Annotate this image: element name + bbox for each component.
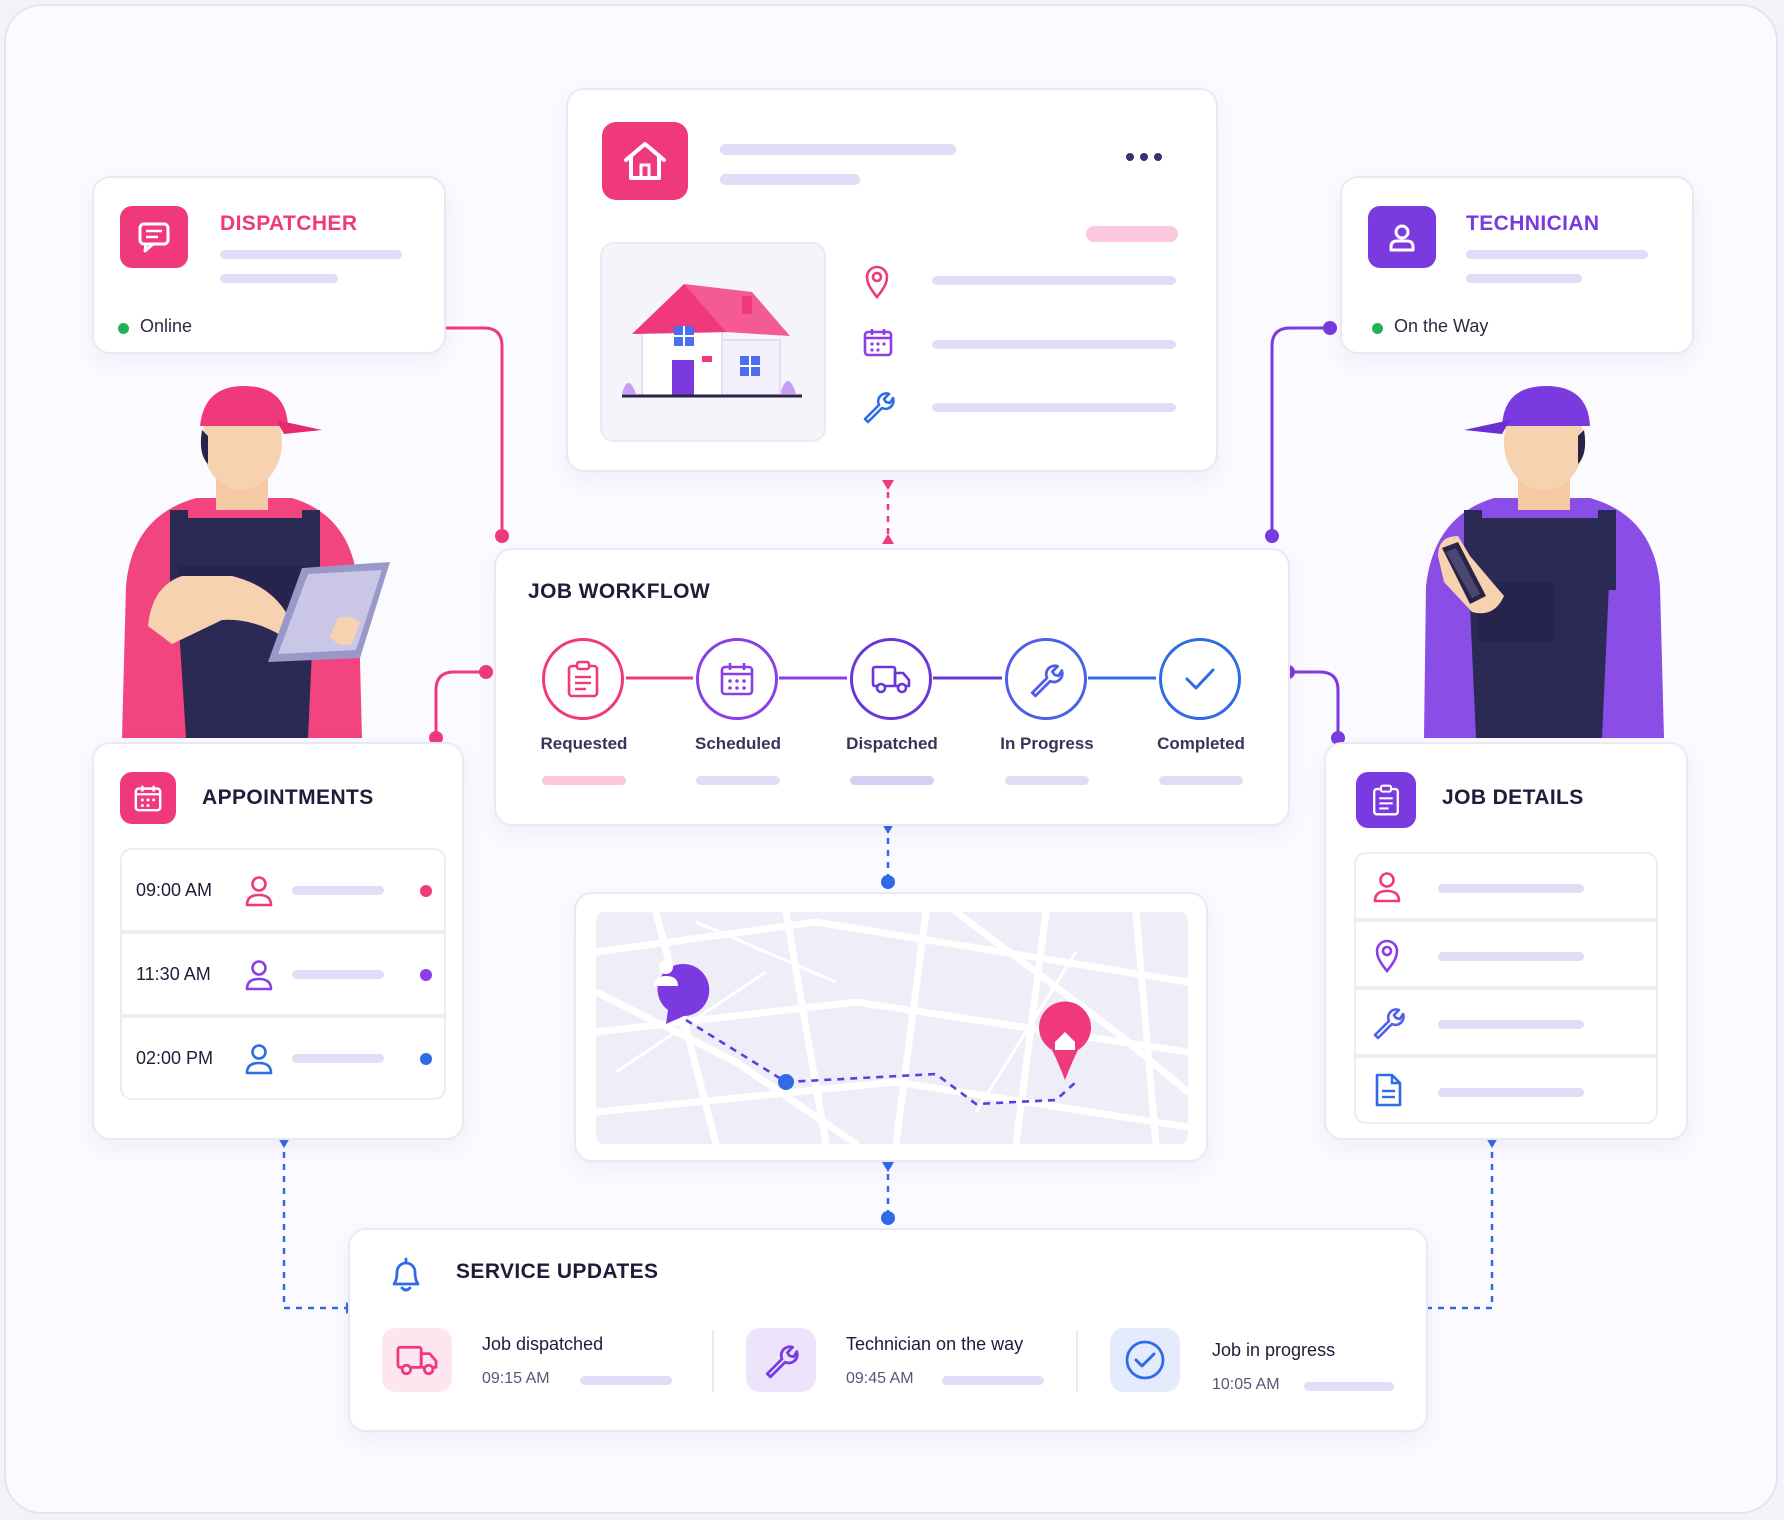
- route-map[interactable]: [596, 912, 1188, 1144]
- appointment-row[interactable]: 09:00 AM: [120, 848, 446, 932]
- service-updates-title: SERVICE UPDATES: [456, 1260, 659, 1283]
- user-icon: [1370, 870, 1404, 904]
- destination-home-pin: [1039, 1001, 1091, 1080]
- check-circle-icon: [1110, 1328, 1180, 1392]
- location-pin-icon: [1372, 938, 1402, 974]
- dispatcher-illustration: [112, 386, 432, 738]
- status-dot: [420, 1053, 432, 1065]
- property-card[interactable]: [566, 88, 1218, 472]
- step-label-in-progress: In Progress: [1000, 734, 1094, 753]
- job-details-title: JOB DETAILS: [1442, 786, 1584, 809]
- update-title: Technician on the way: [846, 1334, 1024, 1354]
- appointment-time: 11:30 AM: [136, 964, 211, 984]
- appointment-time: 02:00 PM: [136, 1048, 214, 1068]
- clipboard-icon: [542, 638, 624, 720]
- step-label-requested: Requested: [540, 734, 628, 753]
- detail-row-customer[interactable]: [1354, 852, 1658, 920]
- detail-row-service[interactable]: [1354, 988, 1658, 1056]
- technician-card[interactable]: TECHNICIAN On the Way: [1340, 176, 1694, 354]
- technician-status: On the Way: [1394, 316, 1489, 336]
- home-icon: [602, 122, 688, 200]
- calendar-icon: [862, 326, 894, 358]
- truck-icon: [850, 638, 932, 720]
- update-time: 09:45 AM: [846, 1370, 914, 1387]
- update-time: 09:15 AM: [482, 1370, 550, 1387]
- job-workflow-card: JOB WORKFLOW Requested Scheduled: [494, 548, 1290, 826]
- technician-map-pin: [654, 960, 710, 1024]
- workflow-track: [626, 676, 1156, 680]
- update-title: Job in progress: [1212, 1340, 1336, 1360]
- dispatcher-title: DISPATCHER: [220, 212, 358, 235]
- chat-icon: [120, 206, 188, 268]
- appointment-time: 09:00 AM: [136, 880, 213, 900]
- user-icon: [244, 958, 274, 992]
- truck-icon: [382, 1328, 452, 1392]
- update-title: Job dispatched: [482, 1334, 604, 1354]
- calendar-icon: [696, 638, 778, 720]
- on-way-status-dot: [1372, 323, 1383, 334]
- workflow-title: JOB WORKFLOW: [528, 580, 711, 603]
- wrench-icon: [1005, 638, 1087, 720]
- wrench-icon: [1370, 1004, 1406, 1040]
- wrench-icon: [746, 1328, 816, 1392]
- calendar-icon: [120, 772, 176, 824]
- diagram-canvas: DISPATCHER Online TECHNICIAN On the Way: [4, 4, 1778, 1514]
- step-label-completed: Completed: [1157, 734, 1245, 753]
- technician-title: TECHNICIAN: [1466, 212, 1600, 235]
- appointment-row[interactable]: 02:00 PM: [120, 1016, 446, 1100]
- service-updates-card: SERVICE UPDATES Job dispatched 09:15 AM …: [348, 1228, 1428, 1432]
- more-options-icon[interactable]: [1126, 150, 1170, 164]
- dispatcher-card[interactable]: DISPATCHER Online: [92, 176, 446, 354]
- detail-row-notes[interactable]: [1354, 1056, 1658, 1124]
- document-icon: [1372, 1072, 1404, 1108]
- job-details-card: JOB DETAILS: [1324, 742, 1688, 1140]
- route-map-card[interactable]: [574, 892, 1208, 1162]
- status-dot: [420, 885, 432, 897]
- appointments-card: APPOINTMENTS 09:00 AM 11:30 AM 02:00 PM: [92, 742, 464, 1140]
- step-label-scheduled: Scheduled: [695, 734, 781, 753]
- dispatcher-status: Online: [140, 316, 193, 336]
- technician-illustration: [1354, 386, 1674, 738]
- user-icon: [244, 1042, 274, 1076]
- clipboard-icon: [1356, 772, 1416, 828]
- check-icon: [1159, 638, 1241, 720]
- update-time: 10:05 AM: [1212, 1376, 1280, 1393]
- user-icon: [244, 874, 274, 908]
- house-illustration: [600, 242, 826, 442]
- location-pin-icon: [862, 264, 892, 300]
- appointment-row[interactable]: 11:30 AM: [120, 932, 446, 1016]
- status-dot: [420, 969, 432, 981]
- appointments-title: APPOINTMENTS: [202, 786, 374, 809]
- wrench-icon: [860, 388, 896, 424]
- bell-icon: [386, 1254, 426, 1296]
- step-label-dispatched: Dispatched: [846, 734, 938, 753]
- online-status-dot: [118, 323, 129, 334]
- user-icon: [1368, 206, 1436, 268]
- detail-row-location[interactable]: [1354, 920, 1658, 988]
